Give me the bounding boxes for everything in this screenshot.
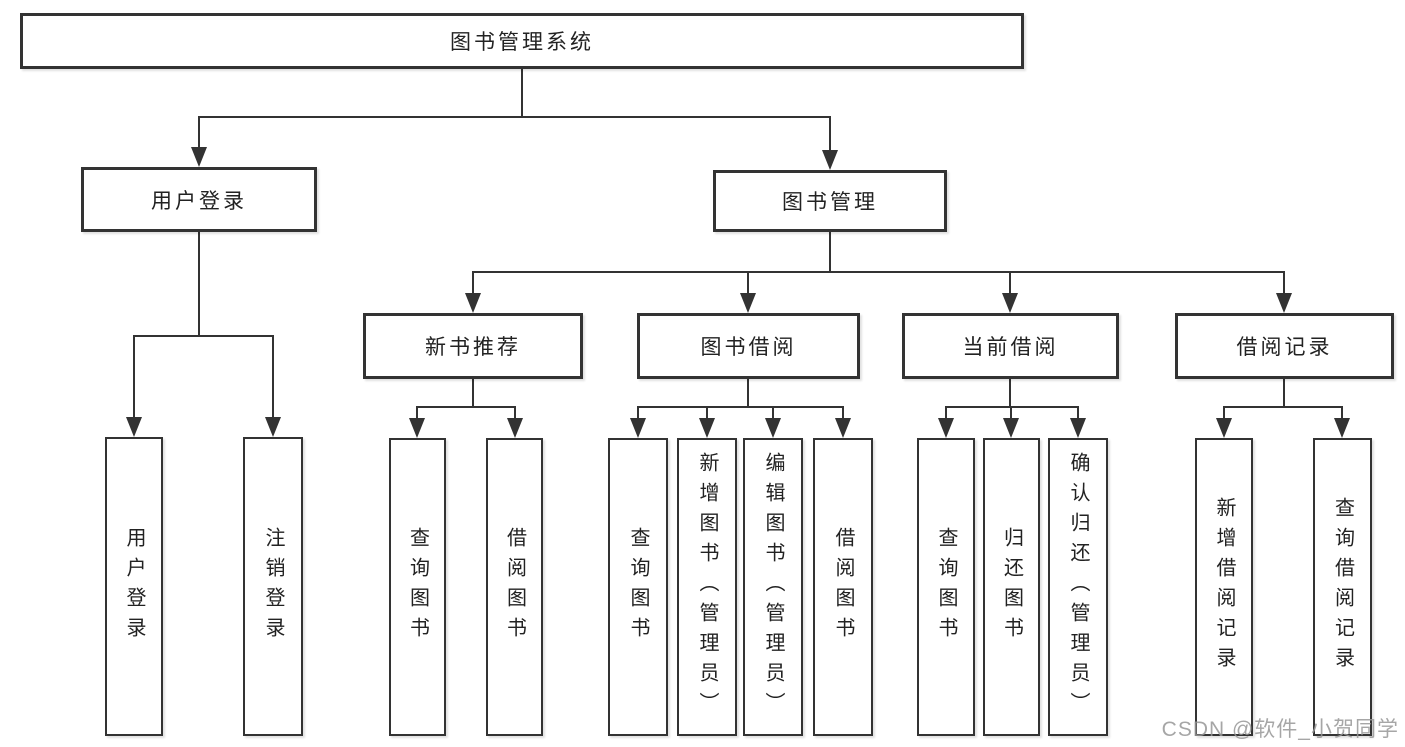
leaf-query-books-current: 查询图书 — [917, 438, 975, 736]
leaf-borrow-books: 借阅图书 — [813, 438, 873, 736]
leaf-borrow-books-recommend: 借阅图书 — [486, 438, 543, 736]
arrow-down-icon — [630, 418, 646, 438]
arrow-down-icon — [409, 418, 425, 438]
arrow-down-icon — [465, 293, 481, 313]
arrow-down-icon — [699, 418, 715, 438]
arrow-down-icon — [265, 417, 281, 437]
leaf-confirm-return-admin: 确认归还（管理员） — [1048, 438, 1108, 736]
arrow-down-icon — [126, 417, 142, 437]
node-new-book-recommend: 新书推荐 — [363, 313, 583, 379]
arrow-down-icon — [1070, 418, 1086, 438]
leaf-add-borrow-record: 新增借阅记录 — [1195, 438, 1253, 736]
leaf-edit-books-admin: 编辑图书（管理员） — [743, 438, 803, 736]
leaf-user-login: 用户登录 — [105, 437, 163, 736]
arrow-down-icon — [1003, 418, 1019, 438]
leaf-query-borrow-record: 查询借阅记录 — [1313, 438, 1372, 736]
arrow-down-icon — [938, 418, 954, 438]
leaf-query-books-recommend: 查询图书 — [389, 438, 446, 736]
arrow-down-icon — [740, 293, 756, 313]
leaf-return-books: 归还图书 — [983, 438, 1040, 736]
arrow-down-icon — [191, 147, 207, 167]
arrow-down-icon — [822, 150, 838, 170]
node-borrow-records: 借阅记录 — [1175, 313, 1394, 379]
leaf-add-books-admin: 新增图书（管理员） — [677, 438, 737, 736]
arrow-down-icon — [507, 418, 523, 438]
arrowheads — [126, 147, 1350, 438]
arrow-down-icon — [765, 418, 781, 438]
leaf-query-books-borrow: 查询图书 — [608, 438, 668, 736]
node-current-borrow: 当前借阅 — [902, 313, 1119, 379]
arrow-down-icon — [1334, 418, 1350, 438]
csdn-watermark: CSDN @软件_小贺同学 — [1161, 718, 1399, 741]
leaf-logout: 注销登录 — [243, 437, 303, 736]
node-book-management: 图书管理 — [713, 170, 947, 232]
arrow-down-icon — [1002, 293, 1018, 313]
arrow-down-icon — [1216, 418, 1232, 438]
node-root: 图书管理系统 — [20, 13, 1024, 69]
arrow-down-icon — [1276, 293, 1292, 313]
node-book-borrow: 图书借阅 — [637, 313, 860, 379]
node-user-login: 用户登录 — [81, 167, 317, 232]
arrow-down-icon — [835, 418, 851, 438]
